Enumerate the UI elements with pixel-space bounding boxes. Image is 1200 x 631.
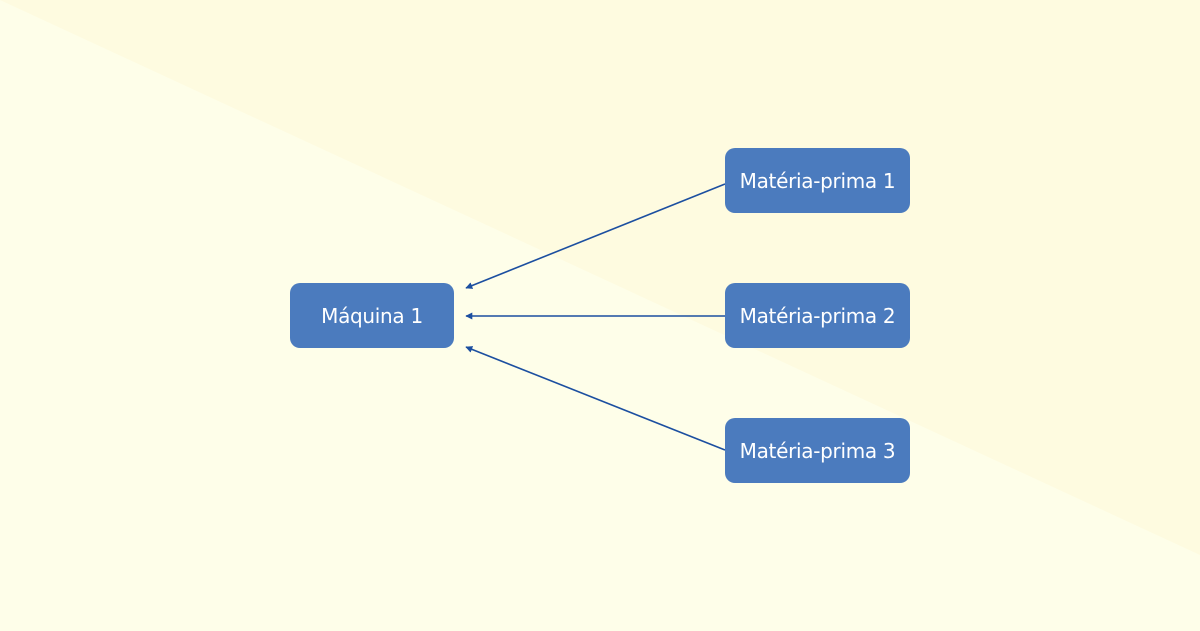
node-raw-material-2: Matéria-prima 2 — [725, 283, 910, 348]
node-raw-material-2-label: Matéria-prima 2 — [739, 303, 896, 328]
node-raw-material-1-label: Matéria-prima 1 — [739, 168, 896, 193]
node-raw-material-3-label: Matéria-prima 3 — [739, 438, 896, 463]
node-raw-material-1: Matéria-prima 1 — [725, 148, 910, 213]
node-machine-1-label: Máquina 1 — [321, 303, 423, 328]
edge-raw1-to-machine — [465, 183, 726, 289]
edge-raw3-to-machine — [465, 346, 726, 451]
node-machine-1: Máquina 1 — [290, 283, 454, 348]
node-raw-material-3: Matéria-prima 3 — [725, 418, 910, 483]
